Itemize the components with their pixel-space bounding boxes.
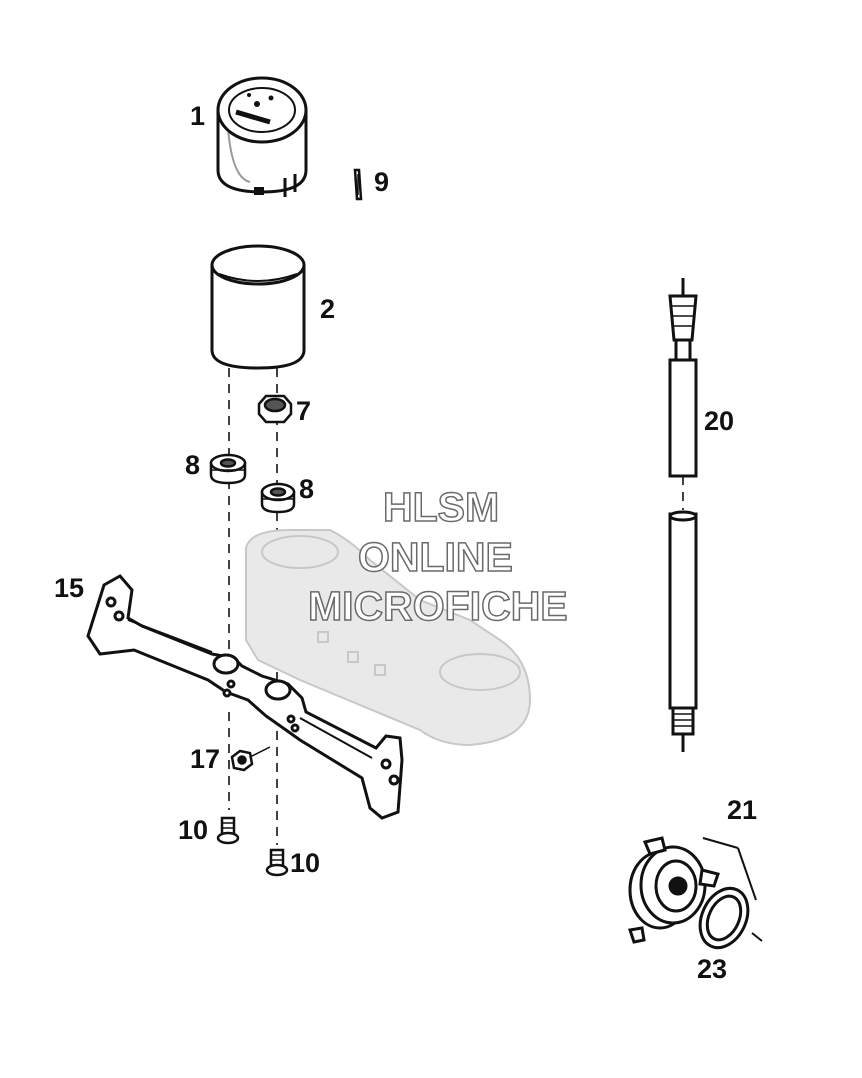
callout-7: 7 bbox=[296, 396, 312, 426]
bulb-part bbox=[353, 168, 363, 201]
callout-23: 23 bbox=[697, 954, 728, 984]
speedometer-cable bbox=[668, 278, 698, 752]
callout-10-left: 10 bbox=[178, 815, 209, 845]
screw-10-right bbox=[265, 848, 289, 877]
callout-10-right: 10 bbox=[290, 848, 321, 878]
callout-8-left: 8 bbox=[185, 450, 201, 480]
hex-bolt-17 bbox=[230, 746, 271, 772]
drive-washer-23 bbox=[698, 886, 763, 950]
screw-10-left bbox=[216, 816, 240, 845]
callout-20: 20 bbox=[704, 406, 735, 436]
instrument-cover-cup bbox=[210, 244, 306, 370]
callout-8-right: 8 bbox=[299, 474, 315, 504]
triple-clamp-ghost bbox=[245, 529, 532, 747]
rubber-grommet-right bbox=[260, 482, 296, 514]
speedometer-instrument bbox=[216, 76, 308, 197]
watermark-line-online: ONLINE bbox=[357, 534, 513, 580]
callout-21: 21 bbox=[727, 795, 758, 825]
callout-17: 17 bbox=[190, 744, 221, 774]
watermark-line-microfiche: MICROFICHE bbox=[307, 583, 568, 629]
watermark-line-hlsm: HLSM bbox=[382, 484, 500, 530]
callout-1: 1 bbox=[190, 101, 206, 131]
hex-nut-part bbox=[257, 394, 293, 424]
instrument-bracket bbox=[86, 574, 404, 820]
callout-15: 15 bbox=[54, 573, 85, 603]
rubber-grommet-left bbox=[209, 453, 247, 485]
callout-9: 9 bbox=[374, 167, 390, 197]
callout-2: 2 bbox=[320, 294, 336, 324]
speedometer-drive-21 bbox=[628, 836, 757, 944]
